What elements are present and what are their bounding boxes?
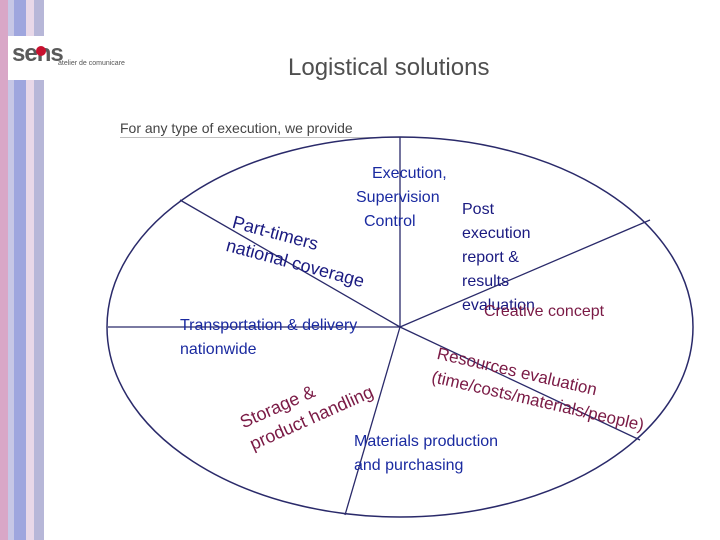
segment-post-line-3: report & xyxy=(462,249,519,266)
segment-transport: Transportation & delivery nationwide xyxy=(180,314,357,362)
decor-stripe-4 xyxy=(26,0,34,540)
subtitle-underline xyxy=(120,137,420,138)
logo-tagline: atelier de comunicare xyxy=(58,60,125,67)
segment-post-execution: Post execution report & results evaluati… xyxy=(462,198,535,318)
segment-execution-line-1: Execution, xyxy=(372,165,447,182)
decor-stripe-1 xyxy=(0,0,8,540)
page-title: Logistical solutions xyxy=(288,54,490,81)
decor-stripe-5 xyxy=(34,0,44,540)
segment-materials-line-1: Materials production xyxy=(354,433,499,450)
segment-transport-line-1: Transportation & delivery xyxy=(180,317,358,334)
divider-2 xyxy=(399,219,651,328)
logo-dot-icon xyxy=(36,46,46,56)
decor-stripe-3 xyxy=(14,0,26,540)
segment-creative-concept: Creative concept xyxy=(484,303,605,320)
segment-materials-line-2: and purchasing xyxy=(354,457,464,474)
segment-post-line-5: evaluation xyxy=(462,297,535,314)
segment-execution-line-3: Control xyxy=(364,213,416,230)
divider-4 xyxy=(344,326,401,516)
segment-materials: Materials production and purchasing xyxy=(354,430,498,478)
segment-execution-line-2: Supervision xyxy=(356,189,440,206)
segment-post-line-1: Post xyxy=(462,201,495,218)
segment-post-line-4: results xyxy=(462,273,510,290)
brand-logo: sens atelier de comunicare xyxy=(8,36,128,80)
segment-post-line-2: execution xyxy=(462,225,531,242)
divider-3 xyxy=(399,326,641,441)
segment-execution: Execution, Supervision Control xyxy=(356,162,447,234)
divider-6 xyxy=(179,199,401,328)
subtitle: For any type of execution, we provide xyxy=(120,120,353,136)
segment-transport-line-2: nationwide xyxy=(180,341,257,358)
decor-stripe-2 xyxy=(8,0,14,540)
